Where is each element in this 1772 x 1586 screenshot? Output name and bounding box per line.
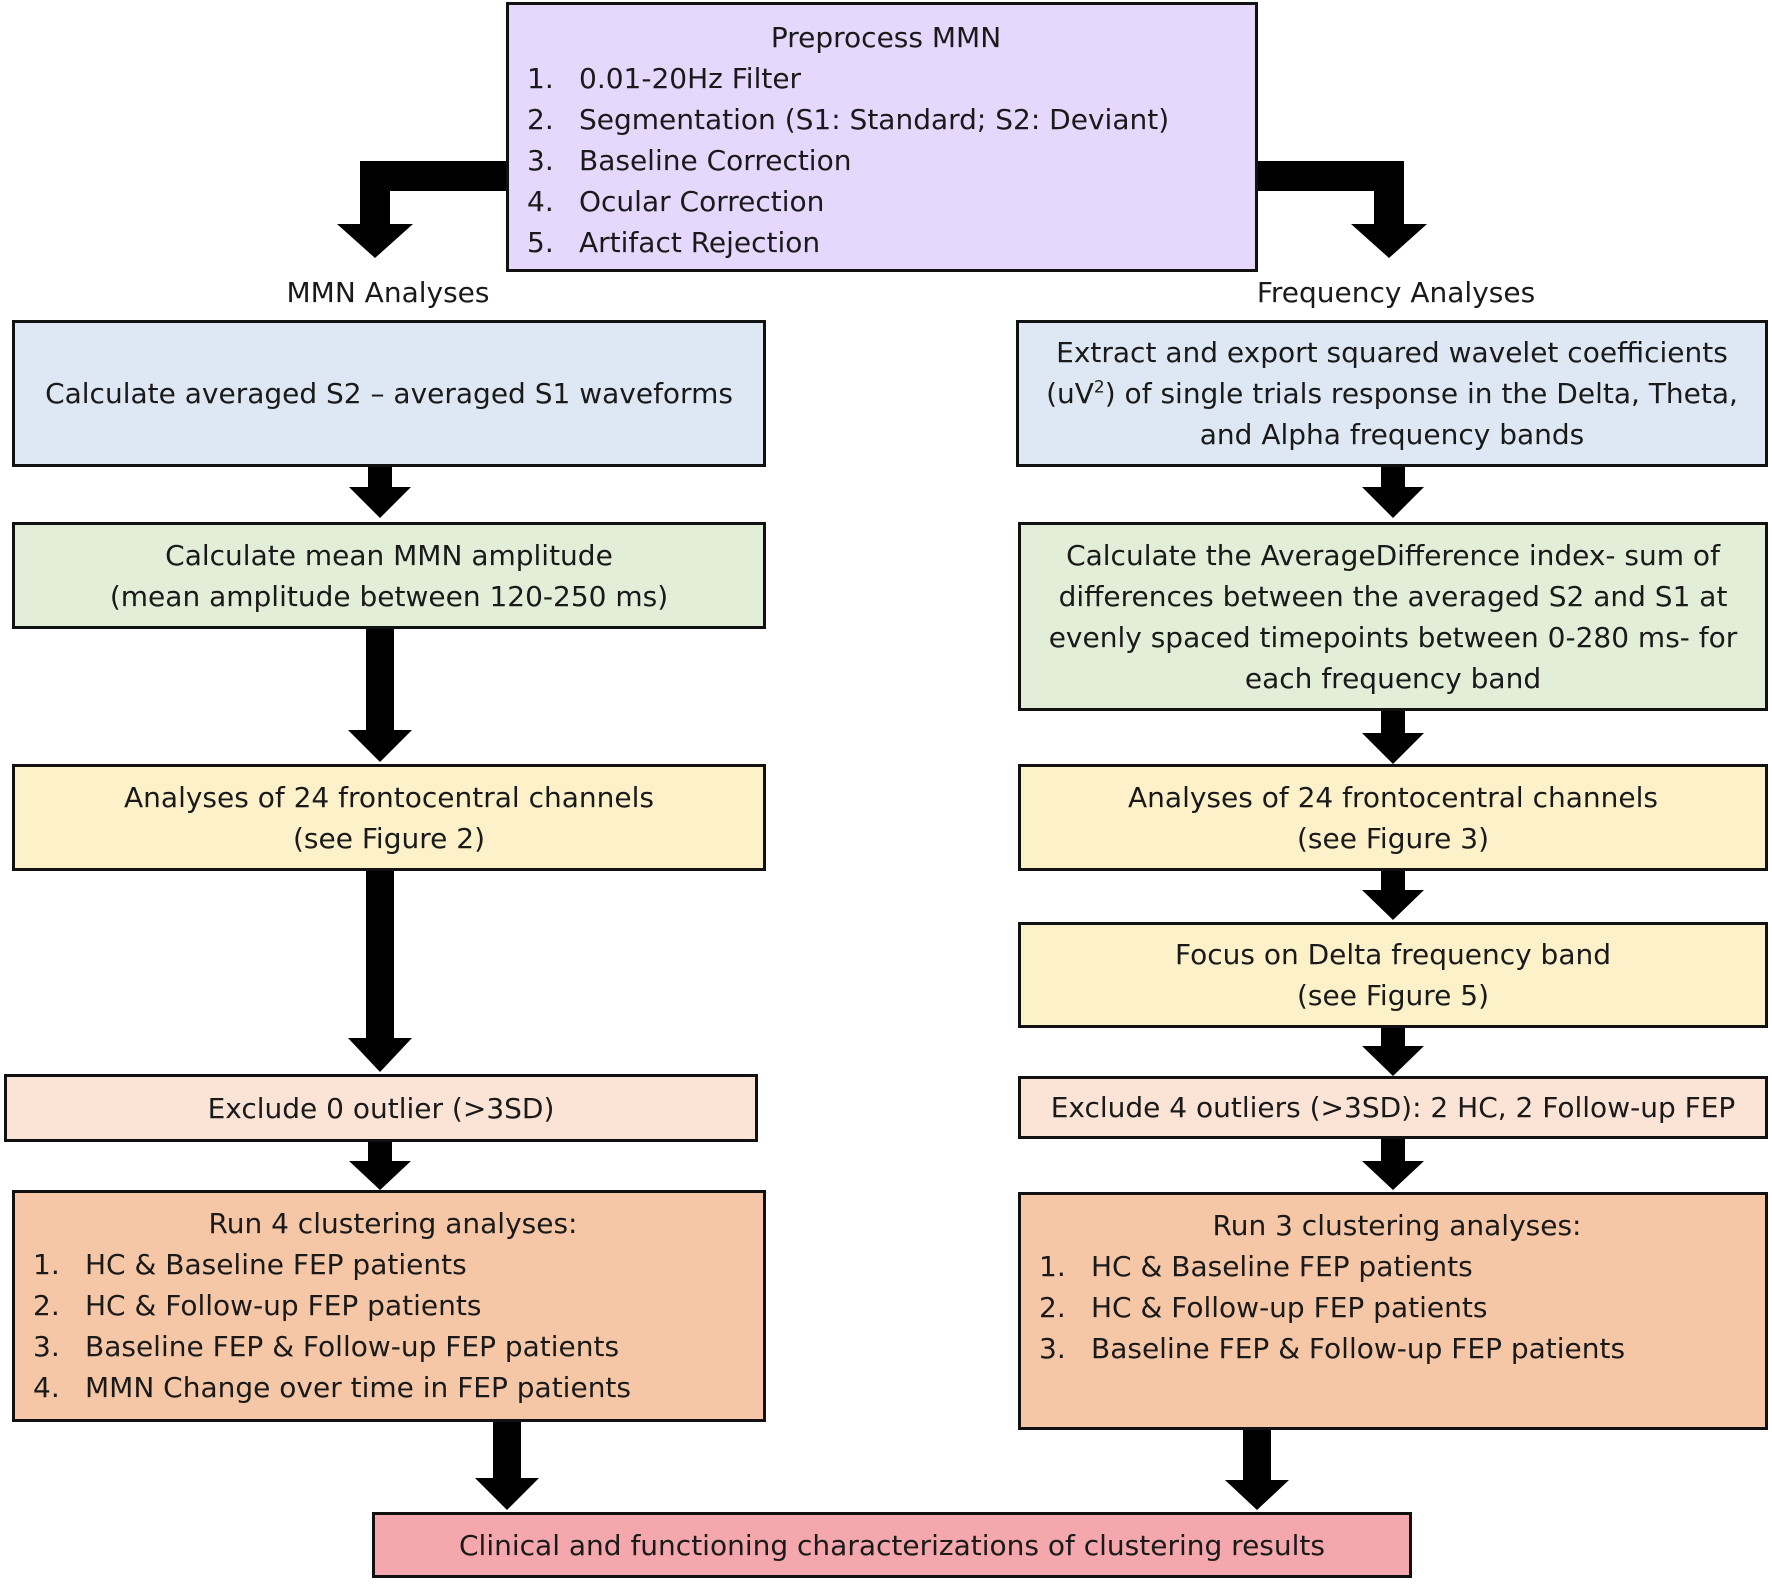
right-channels-box: Analyses of 24 frontocentral channels (s… [1018,764,1768,871]
arrow-left-4 [349,1142,411,1190]
arrow-right-1 [1362,467,1424,518]
right-wavelet-box: Extract and export squared wavelet coeff… [1016,320,1768,467]
preprocess-box: Preprocess MMN 1.0.01-20Hz Filter 2.Segm… [506,2,1258,272]
final-results-box: Clinical and functioning characterizatio… [372,1512,1412,1578]
list-item: 4.MMN Change over time in FEP patients [33,1371,631,1404]
list-item: 2.HC & Follow-up FEP patients [33,1289,482,1322]
preprocess-step: 1.0.01-20Hz Filter [527,62,802,95]
preprocess-steps: 1.0.01-20Hz Filter 2.Segmentation (S1: S… [527,58,1245,263]
arrow-left-5 [475,1422,539,1510]
left-clustering-list: 1.HC & Baseline FEP patients 2.HC & Foll… [33,1244,753,1408]
left-clustering-title: Run 4 clustering analyses: [208,1207,578,1240]
right-clustering-title: Run 3 clustering analyses: [1212,1209,1582,1242]
left-exclude-box: Exclude 0 outlier (>3SD) [4,1074,758,1142]
preprocess-title: Preprocess MMN [770,21,1002,54]
arrow-right-5 [1362,1139,1424,1190]
preprocess-step: 2.Segmentation (S1: Standard; S2: Devian… [527,103,1170,136]
left-channels-box: Analyses of 24 frontocentral channels (s… [12,764,766,871]
arrow-left-1 [349,467,411,518]
preprocess-step: 3.Baseline Correction [527,144,852,177]
arrow-preprocess-to-frequency [1258,161,1427,258]
arrow-preprocess-to-mmn [337,161,506,258]
arrow-left-2 [348,629,412,762]
right-delta-focus-box: Focus on Delta frequency band (see Figur… [1018,922,1768,1028]
list-item: 3.Baseline FEP & Follow-up FEP patients [1039,1332,1626,1365]
preprocess-step: 4.Ocular Correction [527,185,825,218]
left-clustering-box: Run 4 clustering analyses: 1.HC & Baseli… [12,1190,766,1422]
frequency-analyses-heading: Frequency Analyses [1256,276,1536,309]
arrow-right-6 [1225,1430,1289,1510]
list-item: 1.HC & Baseline FEP patients [33,1248,467,1281]
preprocess-step: 5.Artifact Rejection [527,226,821,259]
arrow-right-2 [1362,711,1424,764]
right-clustering-box: Run 3 clustering analyses: 1.HC & Baseli… [1018,1192,1768,1430]
arrow-right-3 [1362,871,1424,920]
left-mmn-amplitude-box: Calculate mean MMN amplitude (mean ampli… [12,522,766,629]
list-item: 1.HC & Baseline FEP patients [1039,1250,1473,1283]
arrow-left-3 [348,871,412,1072]
left-waveform-box: Calculate averaged S2 – averaged S1 wave… [12,320,766,467]
list-item: 3.Baseline FEP & Follow-up FEP patients [33,1330,620,1363]
right-average-difference-box: Calculate the AverageDifference index- s… [1018,522,1768,711]
right-clustering-list: 1.HC & Baseline FEP patients 2.HC & Foll… [1039,1246,1755,1369]
mmn-analyses-heading: MMN Analyses [286,276,490,309]
list-item: 2.HC & Follow-up FEP patients [1039,1291,1488,1324]
right-exclude-box: Exclude 4 outliers (>3SD): 2 HC, 2 Follo… [1018,1076,1768,1139]
arrow-right-4 [1362,1028,1424,1076]
